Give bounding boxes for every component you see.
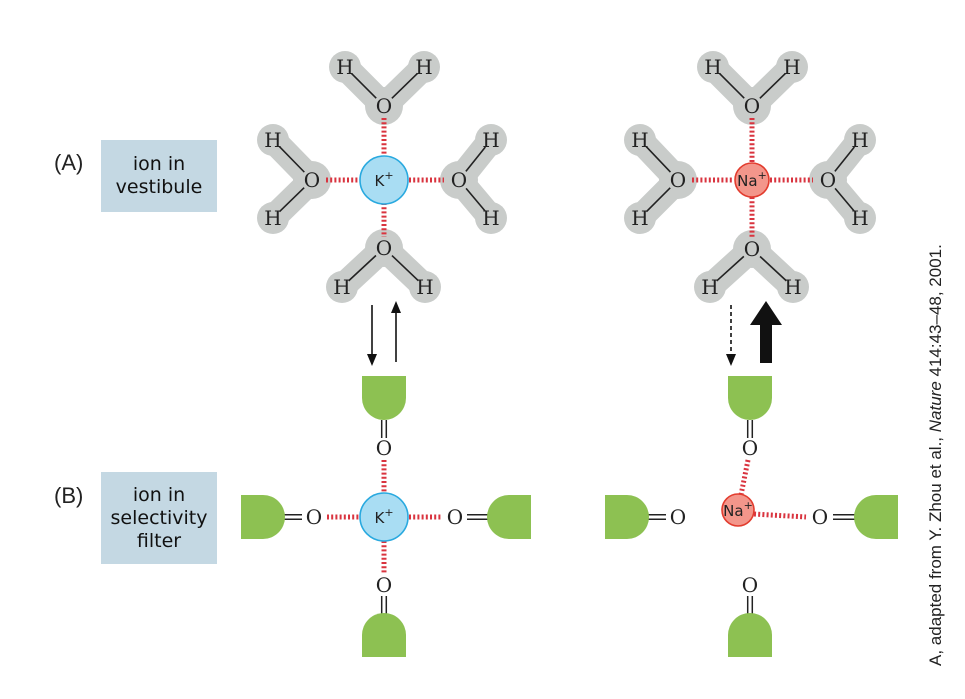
oh-bond (645, 145, 672, 173)
ion-symbol: Na (723, 502, 743, 520)
oxygen-atom: O (376, 94, 392, 118)
hydrogen-atom: H (416, 275, 433, 299)
label-line: filter (136, 529, 182, 552)
potassium-ion (359, 155, 409, 205)
hydrogen-atom: H (336, 55, 353, 79)
oxygen-atom: O (820, 168, 836, 192)
carbonyl-group (605, 495, 649, 539)
oxygen-atom: O (744, 94, 760, 118)
ion-symbol: K (374, 172, 385, 190)
oh-bond (278, 145, 305, 173)
carbonyl-group (362, 376, 406, 420)
oh-bond (391, 255, 420, 282)
coordination-bond (753, 511, 807, 520)
potassium-ion (359, 492, 409, 542)
ion-charge: + (384, 506, 393, 519)
label-ion-in-vestibule: ion in vestibule (101, 140, 217, 212)
sodium-ion (734, 162, 770, 198)
hydrogen-atom: H (783, 55, 800, 79)
carbonyl-oxygen: O (376, 573, 392, 597)
carbonyl-group (728, 376, 772, 420)
credit-prefix: A, adapted from Y. Zhou et al., (926, 432, 945, 666)
ion-charge: + (758, 169, 767, 182)
oh-bond (834, 187, 855, 212)
carbonyl-oxygen: O (670, 505, 686, 529)
ion-symbol: K (374, 509, 385, 527)
oxygen-atom: O (376, 236, 392, 260)
label-line: ion in (132, 153, 186, 175)
ion-label: Na+ (737, 169, 767, 190)
oh-bond (348, 254, 377, 282)
oh-bond (465, 146, 487, 172)
oh-bond (718, 72, 745, 99)
water-shadow (844, 124, 876, 156)
ion-charge: + (744, 499, 753, 512)
water-shadow (475, 124, 507, 156)
carbonyl-group (362, 613, 406, 657)
oxygen-atom: O (451, 168, 467, 192)
oh-bond (278, 187, 305, 213)
carbonyl-oxygen: O (376, 436, 392, 460)
hydrogen-atom: H (264, 128, 281, 152)
label-line: vestibule (115, 176, 203, 198)
hydrogen-atom: H (333, 275, 350, 299)
water-shadow (475, 202, 507, 234)
arrow-head (391, 301, 401, 313)
hydrogen-atom: H (415, 55, 432, 79)
hydrogen-atom: H (784, 275, 801, 299)
ion-label: K+ (374, 506, 393, 527)
arrow-head (367, 354, 377, 366)
ion-label: Na+ (723, 499, 753, 520)
oxygen-atom: O (304, 168, 320, 192)
carbonyl-group (487, 495, 531, 539)
water-shadow (809, 161, 847, 199)
hydrogen-atom: H (264, 206, 281, 230)
arrow-head (726, 354, 736, 366)
panel-label-b: (B) (54, 483, 84, 508)
oh-bond (645, 187, 671, 213)
coordination-bond (738, 459, 751, 496)
carbonyl-oxygen: O (742, 573, 758, 597)
oh-bond (834, 146, 856, 172)
panel-label-a: (A) (54, 150, 84, 175)
large-arrow-up (750, 301, 782, 363)
ion-label: K+ (374, 169, 393, 190)
label-ion-in-selectivity-filter: ion in selectivity filter (101, 472, 217, 564)
carbonyl-oxygen: O (742, 436, 758, 460)
oh-bond (465, 187, 486, 212)
carbonyl-oxygen: O (447, 505, 463, 529)
credit-suffix: 414:43–48, 2001. (926, 244, 945, 382)
water-shadow (440, 161, 478, 199)
carbonyl-group (728, 613, 772, 657)
label-line: ion in (132, 483, 186, 506)
hydrogen-atom: H (851, 128, 868, 152)
credit-journal: Nature (926, 381, 945, 433)
label-line: selectivity (110, 506, 208, 529)
oxygen-atom: O (744, 237, 760, 261)
ion-symbol: Na (737, 172, 757, 190)
oh-bond (716, 255, 745, 282)
hydrogen-atom: H (701, 275, 718, 299)
carbonyl-group (241, 495, 285, 539)
carbonyl-oxygen: O (306, 505, 322, 529)
water-shadow (844, 202, 876, 234)
oh-bond (759, 72, 787, 99)
figure-credit: A, adapted from Y. Zhou et al., Nature 4… (926, 244, 946, 666)
hydrogen-atom: H (631, 128, 648, 152)
oh-bond (350, 72, 377, 99)
hydrogen-atom: H (851, 206, 868, 230)
ion-charge: + (384, 169, 393, 182)
carbonyl-group (854, 495, 898, 539)
carbonyl-oxygen: O (812, 505, 828, 529)
hydrogen-atom: H (631, 206, 648, 230)
hydrogen-atom: H (482, 206, 499, 230)
hydrogen-atom: H (704, 55, 721, 79)
oh-bond (759, 255, 787, 282)
oh-bond (391, 72, 419, 99)
sodium-ion (721, 493, 755, 527)
hydrogen-atom: H (482, 128, 499, 152)
oxygen-atom: O (670, 168, 686, 192)
